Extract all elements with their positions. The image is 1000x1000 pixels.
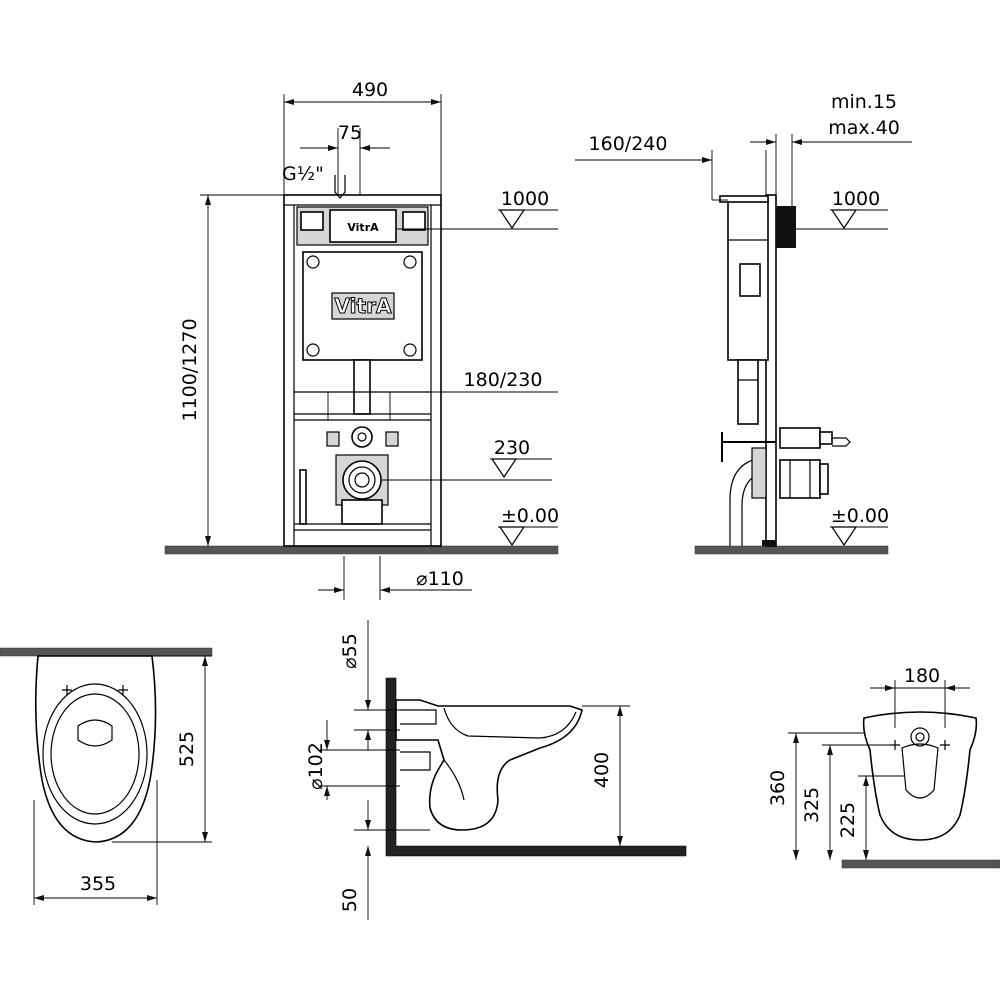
rear-bowl-outline xyxy=(862,711,978,841)
flush-pipe xyxy=(353,359,371,415)
brand-large: VitrA xyxy=(335,294,392,318)
dim-bowl-width: 355 xyxy=(80,873,116,895)
brand-small: VitrA xyxy=(347,221,379,234)
front-brand-plate xyxy=(331,292,395,320)
dim-side-flush-height: 1000 xyxy=(832,188,880,210)
bowl-top-view: 525 355 xyxy=(0,647,213,905)
dim-outlet-diameter: ⌀102 xyxy=(305,742,327,790)
dim-waste-diameter: ⌀110 xyxy=(416,568,464,590)
dim-spacing-75: 75 xyxy=(338,122,362,144)
bowl-side-view: ⌀55 ⌀102 400 50 xyxy=(305,620,687,920)
front-floor xyxy=(164,545,559,555)
side-flush-plate xyxy=(776,206,796,248)
rear-floor xyxy=(841,859,1000,869)
dim-frame-height: 1100/1270 xyxy=(179,318,201,421)
dim-bowl-length: 525 xyxy=(176,731,198,767)
dim-flush-height: 1000 xyxy=(501,188,549,210)
bowl-outline xyxy=(34,655,157,843)
bowl-profile xyxy=(395,699,583,831)
front-view-dimensions: 490 75 G½" 1100/1270 1000 180/230 230 xyxy=(179,79,559,600)
bowl-rear-view: 180 360 325 225 xyxy=(767,665,1000,869)
dim-waste-height: 230 xyxy=(494,437,530,459)
dim-floor-offset: 50 xyxy=(339,888,361,912)
dim-thread: G½" xyxy=(282,163,324,185)
dim-inlet-diameter: ⌀55 xyxy=(339,633,361,669)
side-view-dimensions: 160/240 min.15 max.40 1000 ±0.00 xyxy=(575,91,912,547)
side-wall-floor xyxy=(385,677,687,857)
dim-rear-height-325: 325 xyxy=(801,787,823,823)
top-view-wall xyxy=(0,647,213,657)
dim-depth: 160/240 xyxy=(589,133,668,155)
dim-floor-level: ±0.00 xyxy=(501,505,559,527)
dim-frame-width: 490 xyxy=(352,79,388,101)
front-view-frame: VitrA VitrA xyxy=(164,194,559,555)
dim-fixing-spacing: 180 xyxy=(904,665,940,687)
dim-rear-height-225: 225 xyxy=(837,802,859,838)
side-view-frame xyxy=(694,194,889,555)
dim-bowl-height: 400 xyxy=(591,752,613,788)
side-floor xyxy=(694,545,889,555)
top-cistern-plate xyxy=(329,209,397,243)
dim-rear-height-360: 360 xyxy=(767,770,789,806)
dim-wall-max: max.40 xyxy=(828,117,900,139)
dim-connection-height: 180/230 xyxy=(464,369,543,391)
dim-wall-min: min.15 xyxy=(831,91,897,113)
dim-side-floor-level: ±0.00 xyxy=(831,505,889,527)
